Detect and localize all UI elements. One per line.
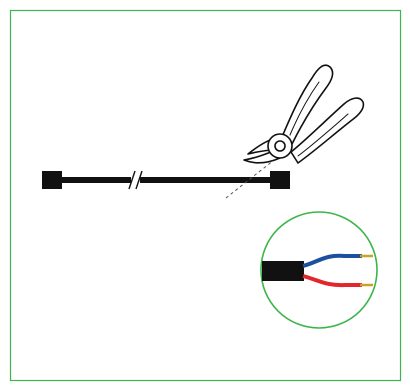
cable-cut-break-icon (128, 168, 143, 192)
cable-left-cap (42, 171, 62, 189)
cable-body (60, 177, 274, 183)
frame-border (9, 9, 402, 382)
cable-right-cap (270, 171, 290, 189)
wire-cable-icon (42, 171, 290, 189)
wire-cutter-pliers-icon (243, 64, 365, 164)
wire-red (302, 274, 362, 288)
stripped-cable-detail-icon (260, 211, 378, 329)
cable-jacket (262, 261, 304, 281)
wire-blue (302, 253, 362, 268)
cut-line-icon (225, 159, 275, 199)
detail-circle (260, 211, 378, 329)
